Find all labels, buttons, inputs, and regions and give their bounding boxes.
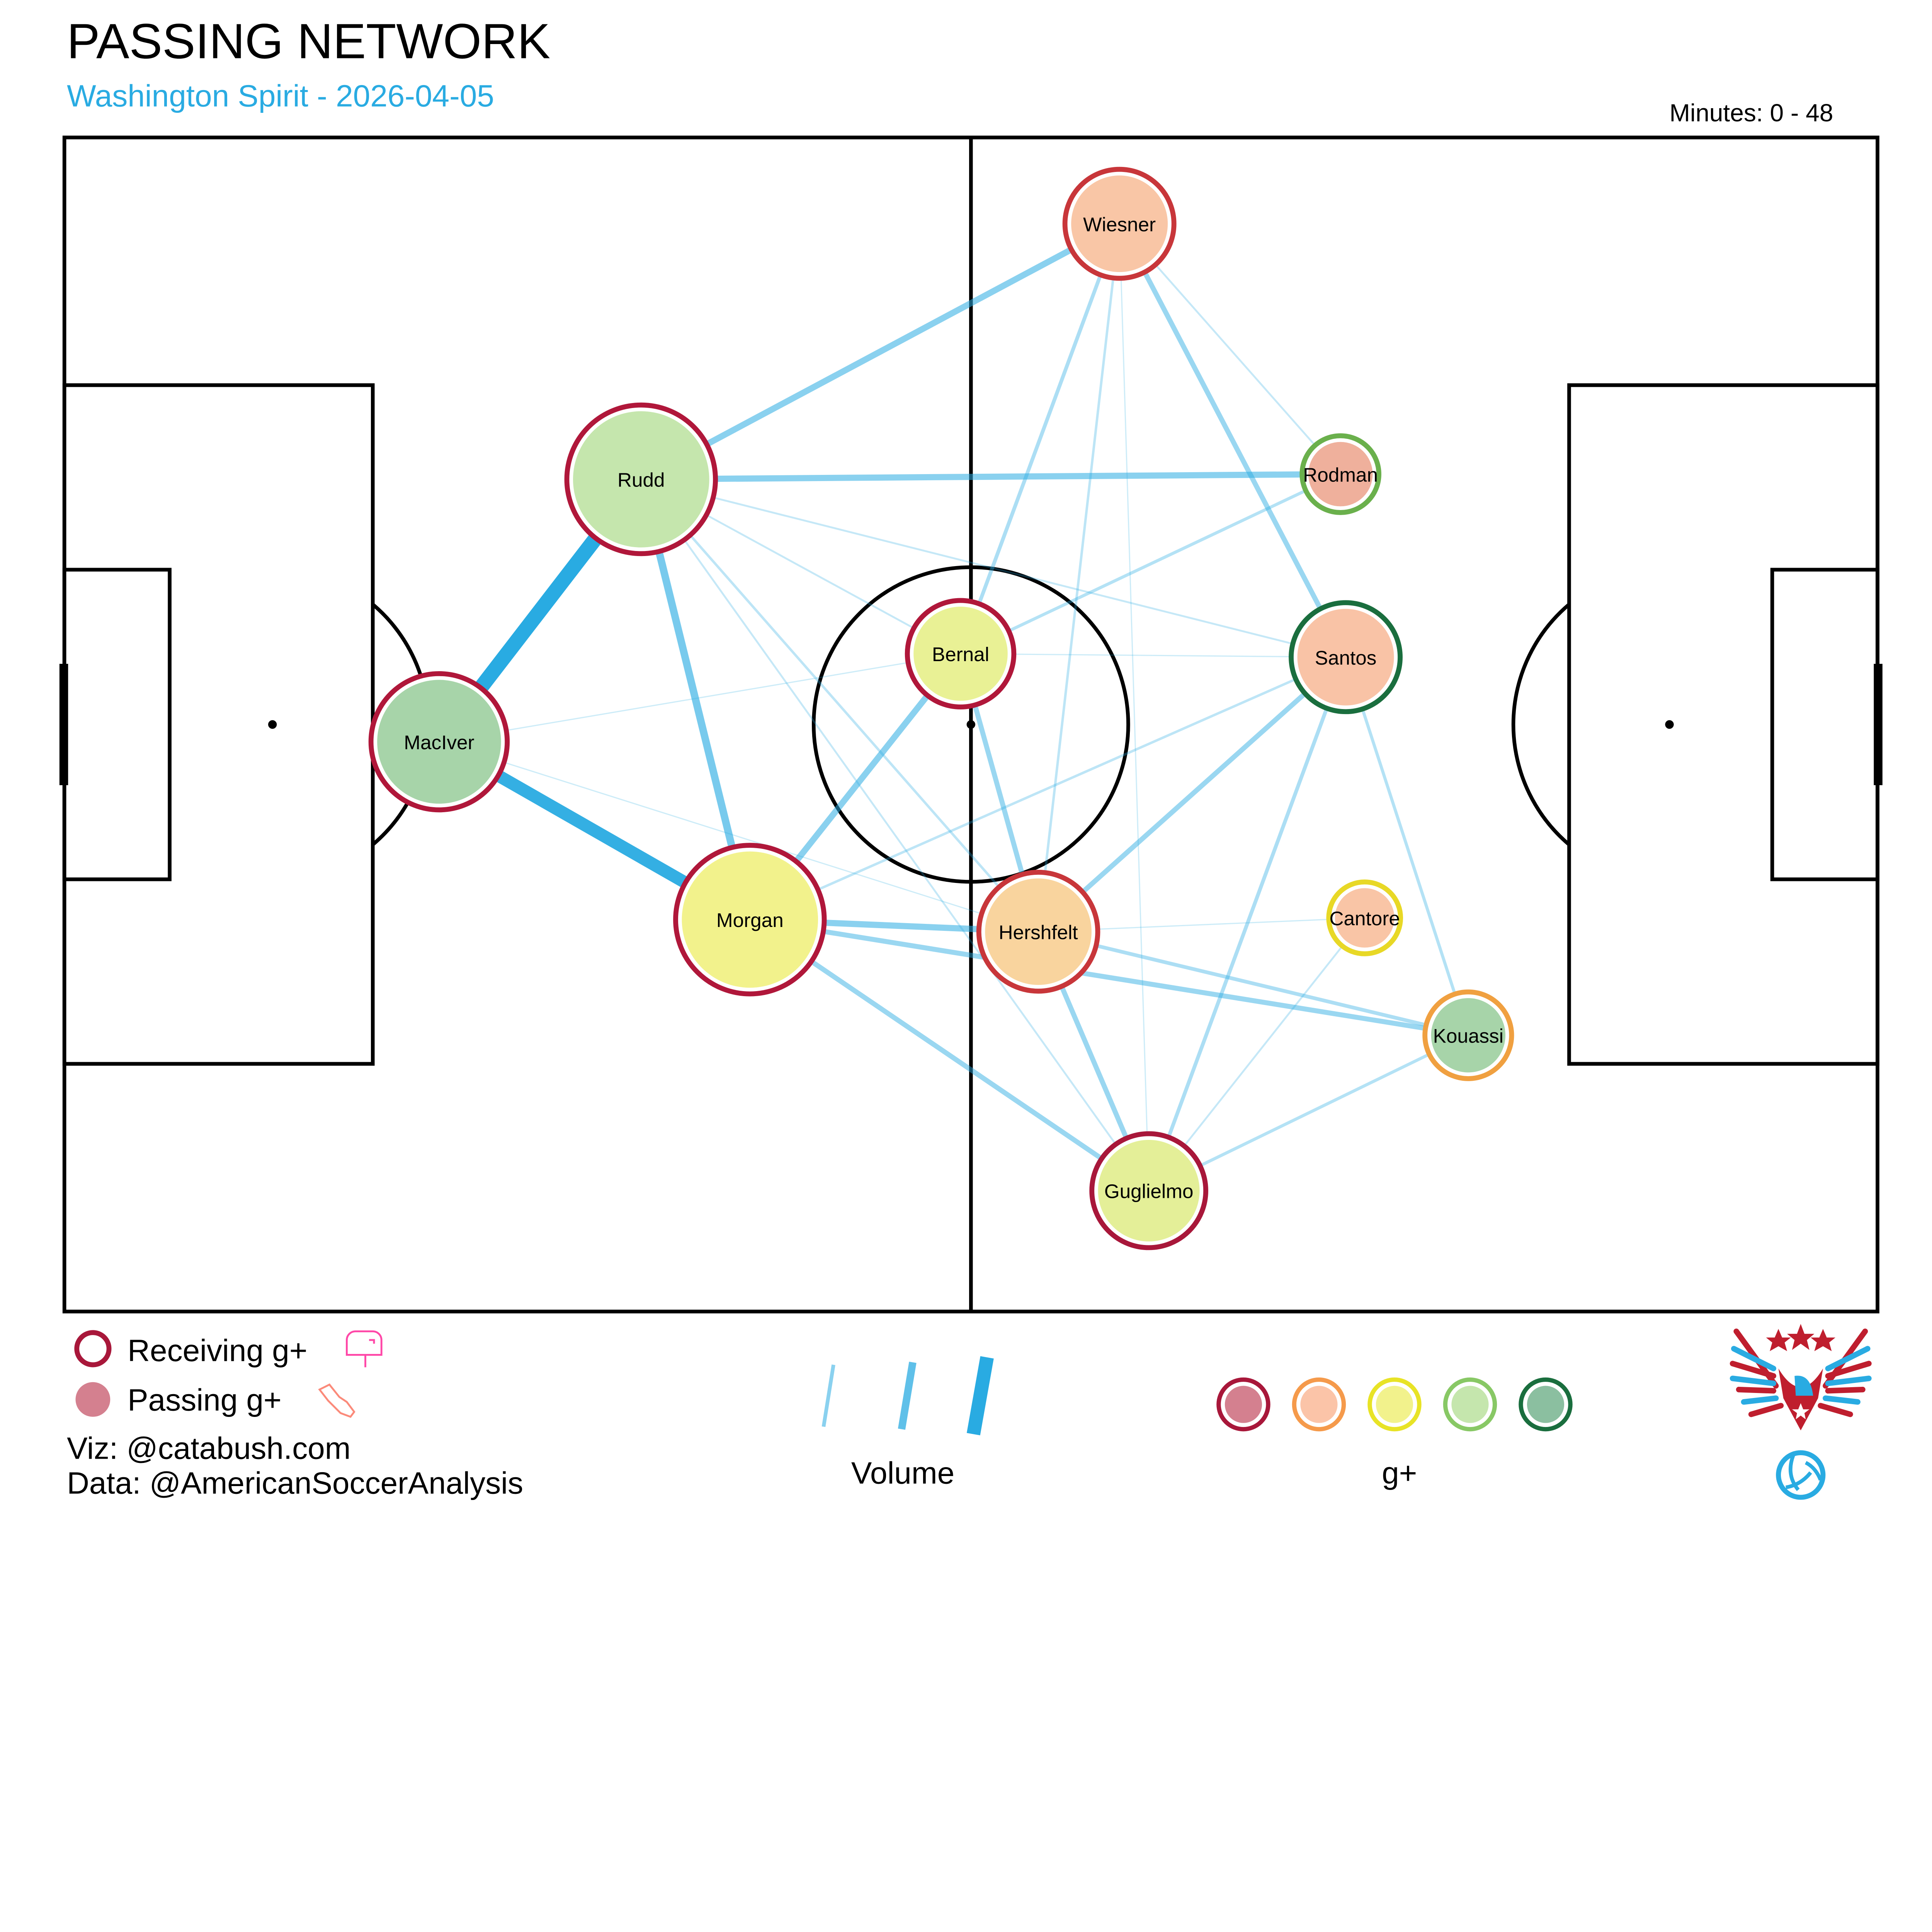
player-node-kouassi[interactable]: Kouassi <box>1422 989 1514 1081</box>
player-node-hershfelt[interactable]: Hershfelt <box>976 869 1100 994</box>
pitch <box>59 135 1883 1314</box>
g-plus-scale-fill <box>1300 1386 1338 1423</box>
pass-edge-hershfelt-santos <box>1036 655 1348 934</box>
player-name: Hershfelt <box>999 921 1078 943</box>
pass-edge-santos-guglielmo <box>1147 655 1348 1193</box>
volume-high-mark <box>966 1356 994 1435</box>
pass-edge-wiesner-guglielmo <box>1119 223 1150 1192</box>
pass-edge-maciver-hershfelt <box>438 741 1039 932</box>
player-name: Cantore <box>1330 908 1400 930</box>
player-name: Wiesner <box>1083 213 1156 235</box>
player-node-wiesner[interactable]: Wiesner <box>1062 167 1177 281</box>
passing-fill <box>1431 998 1506 1073</box>
passing-network-chart: PASSING NETWORK Washington Spirit - 2026… <box>59 14 1883 1500</box>
g-plus-scale-fill <box>1527 1386 1565 1423</box>
player-node-maciver[interactable]: MacIver <box>368 671 510 813</box>
pass-edge-bernal-rodman <box>959 473 1342 655</box>
volume-mid-mark <box>898 1362 917 1430</box>
pass-edge-morgan-santos <box>748 656 1347 921</box>
passing-fill <box>573 411 709 548</box>
pass-edge-morgan-kouassi <box>747 917 1471 1038</box>
passing-fill <box>1308 442 1373 507</box>
receiving-label: Receiving g+ <box>128 1333 307 1367</box>
player-name: Guglielmo <box>1104 1180 1194 1202</box>
passing-label: Passing g+ <box>128 1383 282 1417</box>
player-node-santos[interactable]: Santos <box>1289 600 1403 714</box>
player-node-rodman[interactable]: Rodman <box>1299 433 1381 515</box>
passing-fill <box>1098 1140 1200 1242</box>
passing-fill <box>1071 175 1168 272</box>
pass-edge-wiesner-hershfelt <box>1037 222 1121 933</box>
pass-edge-bernal-wiesner <box>959 222 1121 656</box>
pass-edge-maciver-bernal <box>438 653 961 743</box>
passing-fill <box>985 878 1092 985</box>
g-plus-scale-fill <box>1376 1386 1413 1423</box>
g-plus-scale-fill <box>1451 1386 1489 1423</box>
pass-edge-bernal-santos <box>960 653 1347 658</box>
chart-title: PASSING NETWORK <box>67 14 550 69</box>
pass-edge-wiesner-santos <box>1117 221 1348 660</box>
mailbox-icon <box>346 1330 383 1367</box>
team-logo <box>1730 1324 1872 1500</box>
player-name: Bernal <box>932 643 989 665</box>
legend-volume: Volume <box>821 1356 994 1490</box>
player-node-guglielmo[interactable]: Guglielmo <box>1089 1131 1208 1250</box>
player-node-rudd[interactable]: Rudd <box>564 402 718 556</box>
player-name: Rodman <box>1303 464 1378 486</box>
cleat-icon <box>318 1383 355 1418</box>
pass-edge-rudd-hershfelt <box>640 478 1040 933</box>
player-name: Santos <box>1315 647 1377 669</box>
minutes-label: Minutes: 0 - 48 <box>1670 99 1833 127</box>
passing-fill <box>682 851 818 988</box>
viz-credit: Viz: @catabush.com <box>67 1431 350 1466</box>
g-plus-label: g+ <box>1382 1456 1417 1490</box>
volume-label: Volume <box>851 1456 954 1490</box>
volume-low-mark <box>821 1364 835 1427</box>
player-name: Rudd <box>617 469 665 491</box>
pass-edge-rudd-santos <box>640 478 1347 658</box>
player-node-cantore[interactable]: Cantore <box>1326 879 1403 956</box>
pass-edge-rudd-guglielmo <box>640 478 1150 1192</box>
passing-fill <box>1335 888 1395 948</box>
passing-dot-icon <box>75 1382 111 1417</box>
pass-edge-rudd-rodman <box>638 471 1344 483</box>
pass-edge-rudd-wiesner <box>638 221 1123 483</box>
player-name: MacIver <box>404 731 474 753</box>
passing-fill <box>377 680 501 804</box>
pass-edge-santos-kouassi <box>1344 655 1470 1037</box>
data-credit: Data: @AmericanSoccerAnalysis <box>67 1465 523 1500</box>
pass-edge-hershfelt-kouassi <box>1036 930 1470 1037</box>
player-name: Kouassi <box>1433 1025 1503 1047</box>
passing-fill <box>913 607 1008 701</box>
player-name: Morgan <box>716 909 784 931</box>
pass-edge-morgan-guglielmo <box>747 917 1151 1193</box>
player-node-bernal[interactable]: Bernal <box>905 598 1017 710</box>
player-node-morgan[interactable]: Morgan <box>673 843 827 997</box>
legend-g-plus-scale: g+ <box>1216 1377 1573 1490</box>
receiving-ring-icon <box>74 1330 112 1367</box>
g-plus-scale-fill <box>1225 1386 1262 1423</box>
chart-subtitle: Washington Spirit - 2026-04-05 <box>67 78 494 113</box>
passing-fill <box>1297 609 1394 706</box>
legend-g-plus-type: Receiving g+ Passing g+ Viz: @catabush.c… <box>67 1330 523 1500</box>
